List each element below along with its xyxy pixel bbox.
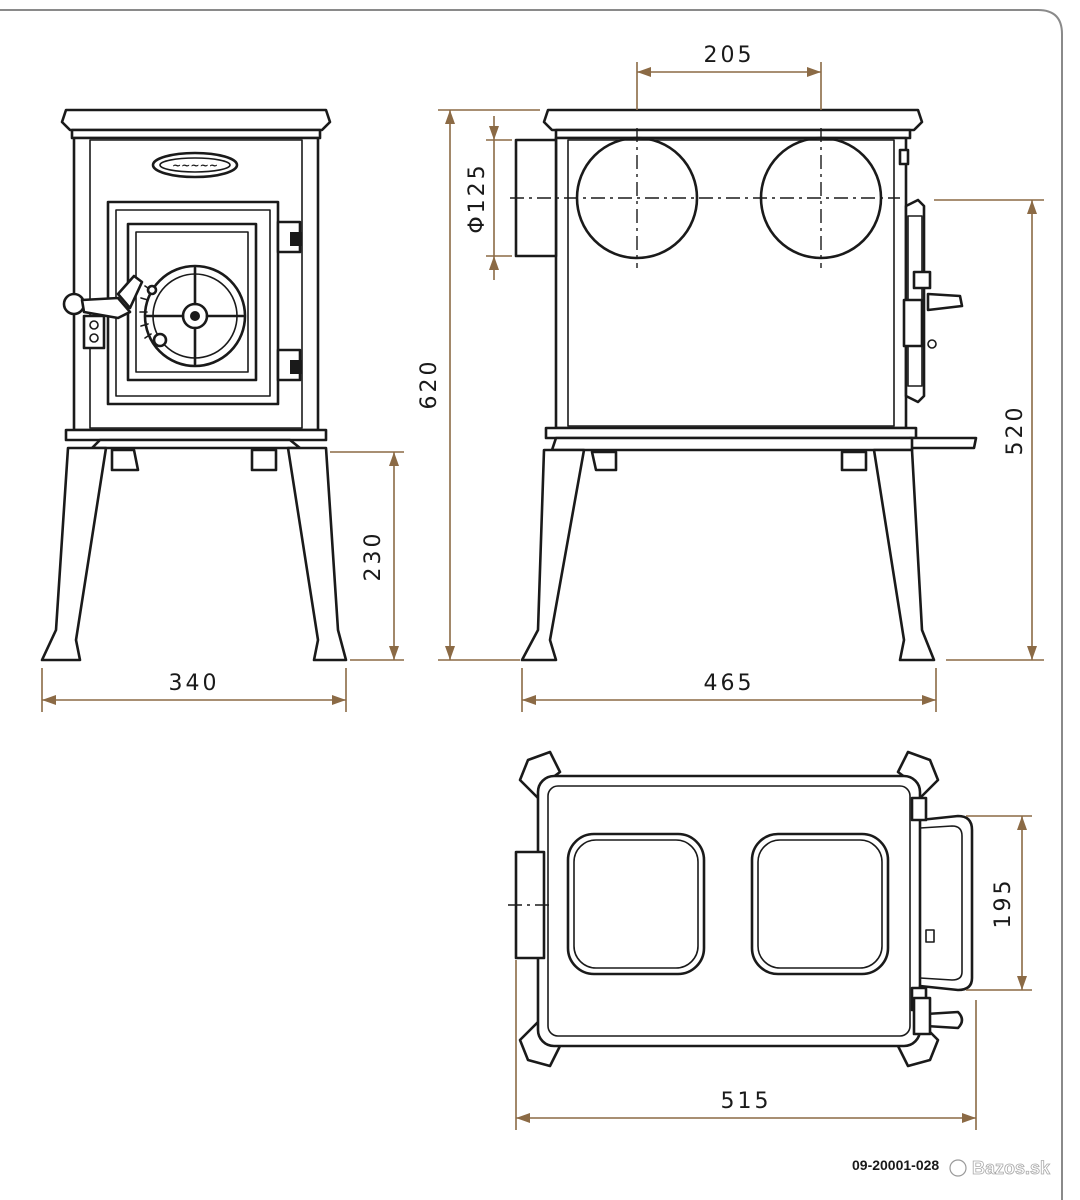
top-view — [508, 750, 974, 1068]
dim-flue-diameter: Φ125 — [465, 162, 490, 233]
drawing-code: 09-20001-028 — [852, 1157, 939, 1173]
watermark: Bazos.sk — [949, 1158, 1051, 1178]
dim-side-height: 520 — [1003, 405, 1028, 456]
front-view: ~~~~~ — [40, 108, 348, 662]
dim-handle-width: 195 — [991, 878, 1016, 929]
door-handle-knob — [62, 292, 86, 316]
hob-top-left — [566, 832, 706, 976]
air-control-wheel — [143, 264, 247, 368]
brand-plate-mark: ~~~~~ — [172, 159, 218, 172]
dim-top-depth: 515 — [721, 1089, 772, 1114]
dim-leg-height: 230 — [361, 531, 386, 582]
dim-front-width: 340 — [169, 671, 220, 696]
dimension-lines — [41, 62, 1044, 1130]
hob-top-right — [750, 832, 890, 976]
dim-total-height: 620 — [417, 359, 442, 410]
side-view — [510, 108, 978, 662]
dim-hob-spacing: 205 — [704, 43, 755, 68]
svg-text:Bazos.sk: Bazos.sk — [972, 1158, 1051, 1178]
dim-side-depth: 465 — [704, 671, 755, 696]
top-plate — [536, 774, 922, 1048]
side-handle-loop — [918, 814, 974, 992]
